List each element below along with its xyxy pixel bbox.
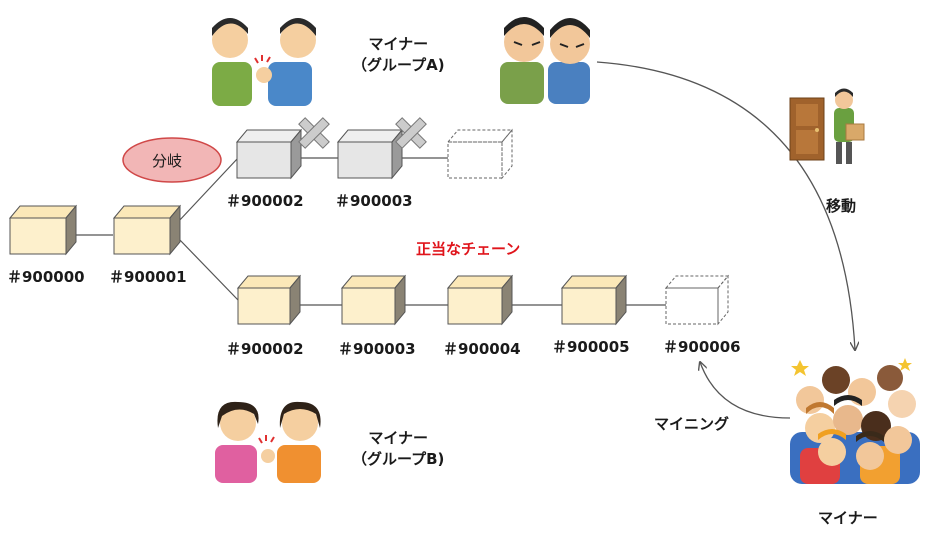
branch-b-block-label: ＃900006 [663, 338, 741, 356]
group-b-line1: マイナー [368, 429, 429, 447]
block-b-900004 [446, 274, 514, 326]
crowd-icon [790, 358, 920, 484]
branch-b-block-label: ＃900003 [338, 340, 416, 358]
branch-a-block-label: ＃900003 [335, 192, 413, 210]
block-900001-label: ＃900001 [109, 268, 187, 286]
mining-arrow [700, 362, 791, 419]
mining-label: マイニング [654, 415, 730, 433]
block-a-900002 [235, 128, 303, 180]
block-b-empty [664, 274, 730, 326]
valid-chain-label: 正当なチェーン [416, 240, 521, 258]
block-a-900003 [336, 128, 404, 180]
fork-badge [122, 137, 222, 183]
branch-b-block-label: ＃900004 [443, 340, 521, 358]
handshake-men-icon [212, 18, 316, 106]
group-b-label: マイナー （グループB) [352, 428, 444, 470]
branch-b-block-label: ＃900005 [552, 338, 630, 356]
move-label: 移動 [826, 197, 857, 215]
block-900001 [112, 204, 182, 256]
group-a-line2: （グループA) [352, 56, 445, 74]
group-b-line2: （グループB) [352, 450, 445, 468]
cross-icon [395, 117, 427, 149]
block-900000 [8, 204, 78, 256]
miners-label: マイナー [818, 509, 878, 527]
block-a-empty [446, 128, 514, 180]
group-a-line1: マイナー [368, 35, 429, 53]
branch-a-block-label: ＃900002 [226, 192, 304, 210]
branch-b-block-label: ＃900002 [226, 340, 304, 358]
handshake-women-icon [215, 401, 321, 483]
chain-links [66, 157, 666, 306]
block-b-900005 [560, 274, 628, 326]
block-900000-label: ＃900000 [7, 268, 85, 286]
block-b-900002 [236, 274, 302, 326]
fork-label: 分岐 [152, 152, 183, 170]
block-b-900003 [340, 274, 407, 326]
moving-person-icon [789, 88, 865, 164]
move-arrow [596, 61, 855, 350]
cross-icon [298, 117, 330, 149]
angry-men-icon [500, 17, 590, 104]
group-a-label: マイナー （グループA) [352, 34, 445, 76]
